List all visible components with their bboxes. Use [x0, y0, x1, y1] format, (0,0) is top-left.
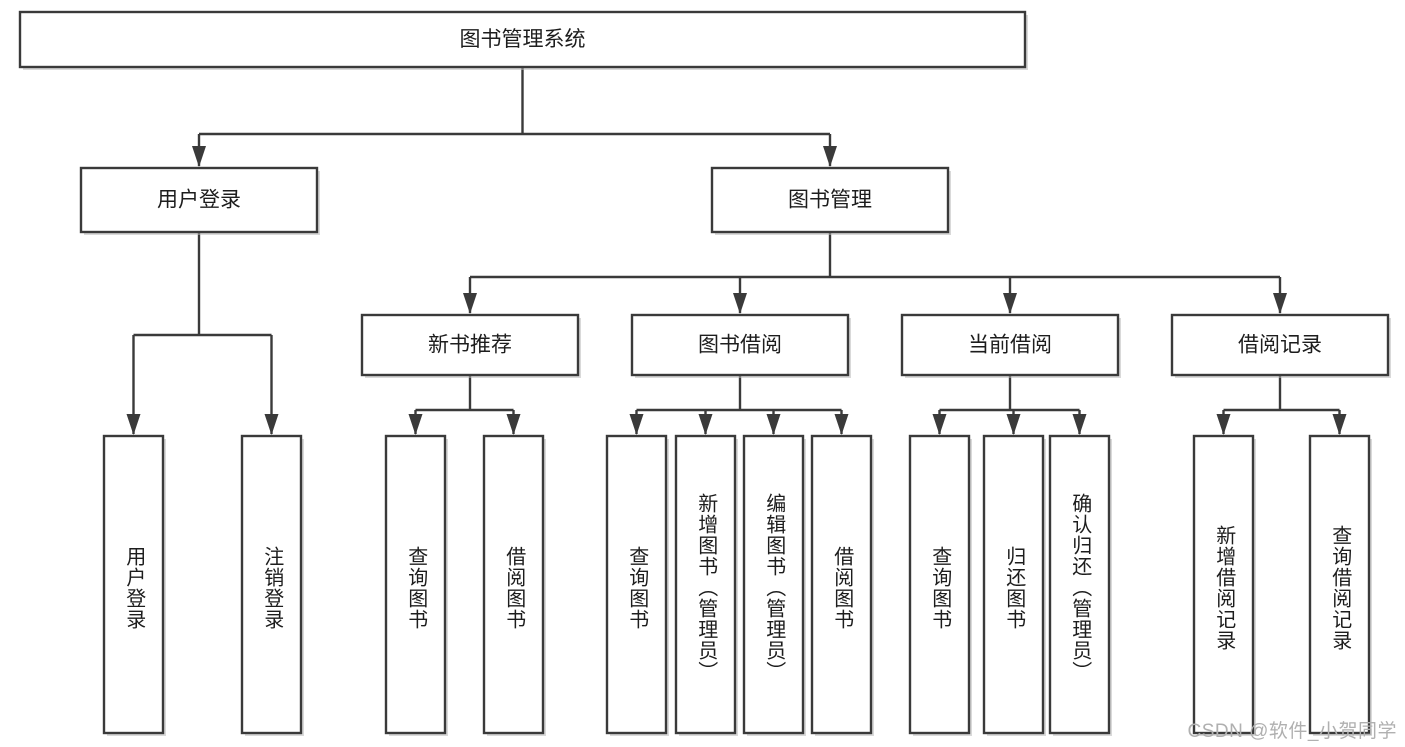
node-box-leaf-user-logout[interactable] — [240, 434, 303, 735]
arrow-head-icon-leaf-11 — [1216, 414, 1231, 435]
arrow-head-icon-leaf-2 — [408, 414, 423, 435]
node-box-leaf-query-book-2[interactable] — [605, 434, 668, 735]
node-box-user-login[interactable] — [79, 166, 319, 234]
node-box-book-borrow[interactable] — [630, 313, 850, 377]
arrow-head-icon-leaf-10 — [1072, 414, 1087, 435]
arrow-head-icon-leaf-3 — [506, 414, 521, 435]
node-box-new-book-recommend[interactable] — [360, 313, 580, 377]
arrow-head-icon-leaf-12 — [1332, 414, 1347, 435]
box-layer — [18, 10, 1391, 736]
node-label-current-borrow: 当前借阅 — [968, 334, 1052, 357]
connector-layer — [126, 67, 1347, 435]
node-box-leaf-return-book[interactable] — [982, 434, 1045, 735]
watermark: CSDN @软件_小贺同学 — [1187, 721, 1397, 742]
arrow-head-icon-leaf-1 — [264, 414, 279, 435]
node-box-leaf-add-record[interactable] — [1192, 434, 1255, 735]
arrow-head-icon-root-0 — [192, 146, 206, 167]
node-box-borrow-record[interactable] — [1170, 313, 1390, 377]
node-box-current-borrow[interactable] — [900, 313, 1120, 377]
node-box-leaf-confirm-return[interactable] — [1048, 434, 1111, 735]
node-box-leaf-add-book[interactable] — [674, 434, 737, 735]
arrow-head-icon-l3-3 — [1273, 293, 1287, 314]
arrow-head-icon-root-1 — [823, 146, 837, 167]
arrow-head-icon-leaf-8 — [932, 414, 947, 435]
node-box-leaf-borrow-book-1[interactable] — [482, 434, 545, 735]
node-box-leaf-query-record[interactable] — [1308, 434, 1371, 735]
node-label-book-manage: 图书管理 — [788, 189, 872, 212]
node-box-leaf-borrow-book-2[interactable] — [810, 434, 873, 735]
arrow-head-icon-leaf-5 — [698, 414, 713, 435]
node-box-root[interactable] — [18, 10, 1027, 69]
node-box-leaf-user-login[interactable] — [102, 434, 165, 735]
arrow-head-icon-leaf-9 — [1006, 414, 1021, 435]
arrow-head-icon-l3-1 — [733, 293, 747, 314]
arrow-head-icon-l3-2 — [1003, 293, 1017, 314]
node-label-new-book-recommend: 新书推荐 — [428, 334, 512, 357]
arrow-head-icon-l3-0 — [463, 293, 477, 314]
node-box-leaf-query-book-3[interactable] — [908, 434, 971, 735]
arrow-head-icon-leaf-7 — [834, 414, 849, 435]
node-label-user-login: 用户登录 — [157, 189, 241, 212]
arrow-head-icon-leaf-6 — [766, 414, 781, 435]
node-box-book-manage[interactable] — [710, 166, 950, 234]
node-box-leaf-query-book-1[interactable] — [384, 434, 447, 735]
node-label-root: 图书管理系统 — [460, 28, 586, 51]
arrow-head-icon-leaf-4 — [629, 414, 644, 435]
arrow-head-icon-leaf-0 — [126, 414, 141, 435]
node-box-leaf-edit-book[interactable] — [742, 434, 805, 735]
node-label-borrow-record: 借阅记录 — [1238, 334, 1322, 357]
node-label-book-borrow: 图书借阅 — [698, 334, 782, 357]
